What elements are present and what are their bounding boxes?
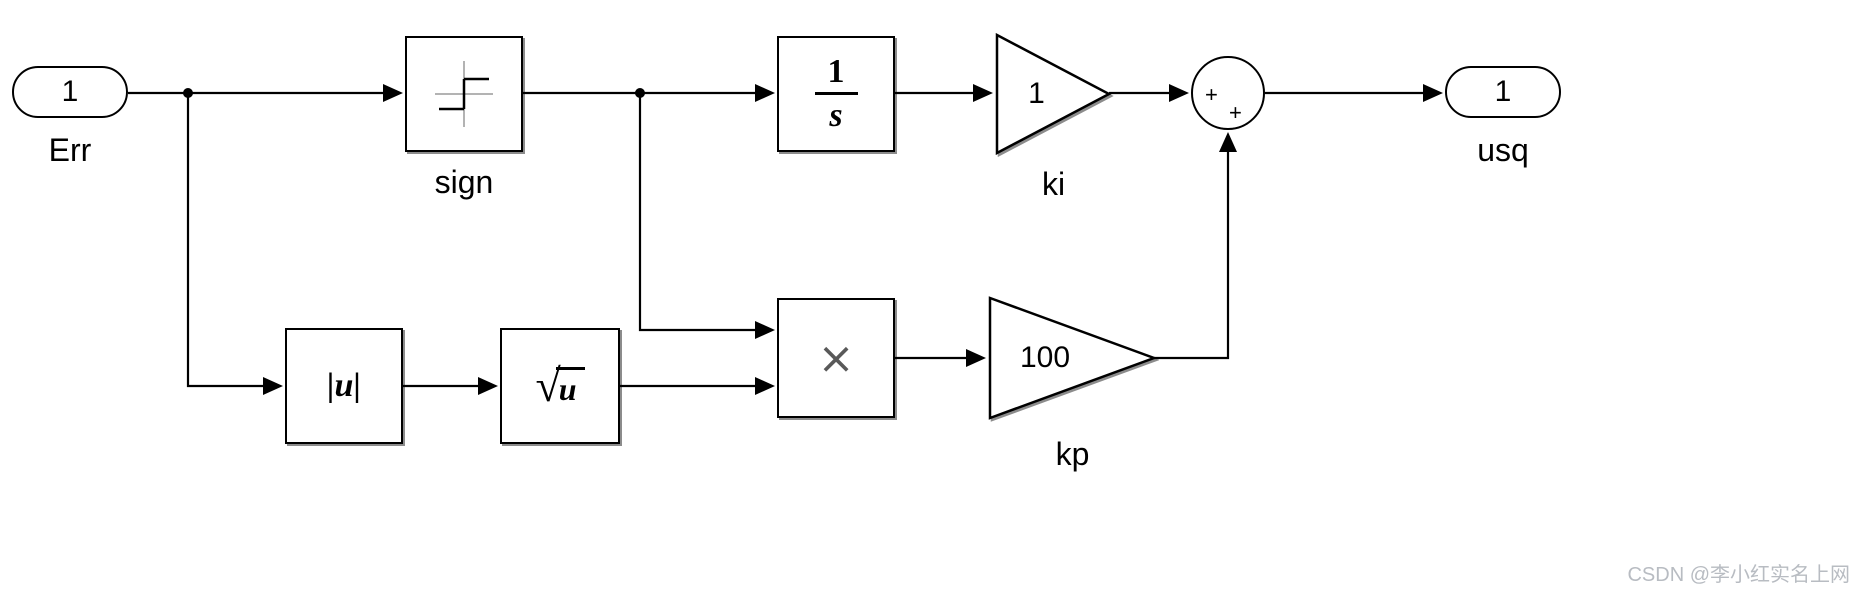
- integrator-fraction: 1 s: [814, 54, 858, 134]
- abs-block[interactable]: |u|: [285, 328, 403, 444]
- inport-err-block[interactable]: 1: [12, 66, 128, 118]
- sign-label: sign: [434, 164, 494, 200]
- gain-ki-triangle: [995, 33, 1112, 155]
- abs-text: |u|: [327, 367, 361, 404]
- watermark-text: CSDN @李小红实名上网: [1627, 564, 1850, 586]
- sqrt-operand: u: [555, 367, 585, 408]
- sqrt-expression: √ u: [535, 360, 585, 411]
- outport-usq-value: 1: [1494, 75, 1512, 108]
- outport-usq-label: usq: [1477, 132, 1529, 168]
- product-block[interactable]: ×: [777, 298, 895, 418]
- sign-function-icon: [435, 61, 493, 127]
- gain-kp-value: 100: [1019, 341, 1071, 374]
- sqrt-radical-icon: √: [535, 360, 561, 411]
- gain-ki-block[interactable]: 1: [995, 33, 1112, 155]
- sum-plus-bottom: +: [1229, 100, 1242, 125]
- integrator-block[interactable]: 1 s: [777, 36, 895, 152]
- gain-ki-label: ki: [1041, 166, 1066, 202]
- inport-err-label: Err: [48, 132, 92, 168]
- integrator-denominator: s: [829, 96, 843, 134]
- sum-plus-left: +: [1205, 82, 1218, 107]
- gain-kp-label: kp: [1055, 436, 1090, 472]
- sqrt-block[interactable]: √ u: [500, 328, 620, 444]
- gain-kp-triangle: [988, 296, 1157, 420]
- sign-block[interactable]: [405, 36, 523, 152]
- gain-kp-block[interactable]: 100: [988, 296, 1157, 420]
- product-multiply-icon: ×: [817, 332, 855, 384]
- gain-ki-value: 1: [1028, 77, 1045, 110]
- integrator-numerator: 1: [814, 54, 858, 95]
- outport-usq-block[interactable]: 1: [1445, 66, 1561, 118]
- inport-err-value: 1: [61, 75, 79, 108]
- sum-block[interactable]: + +: [1191, 56, 1265, 130]
